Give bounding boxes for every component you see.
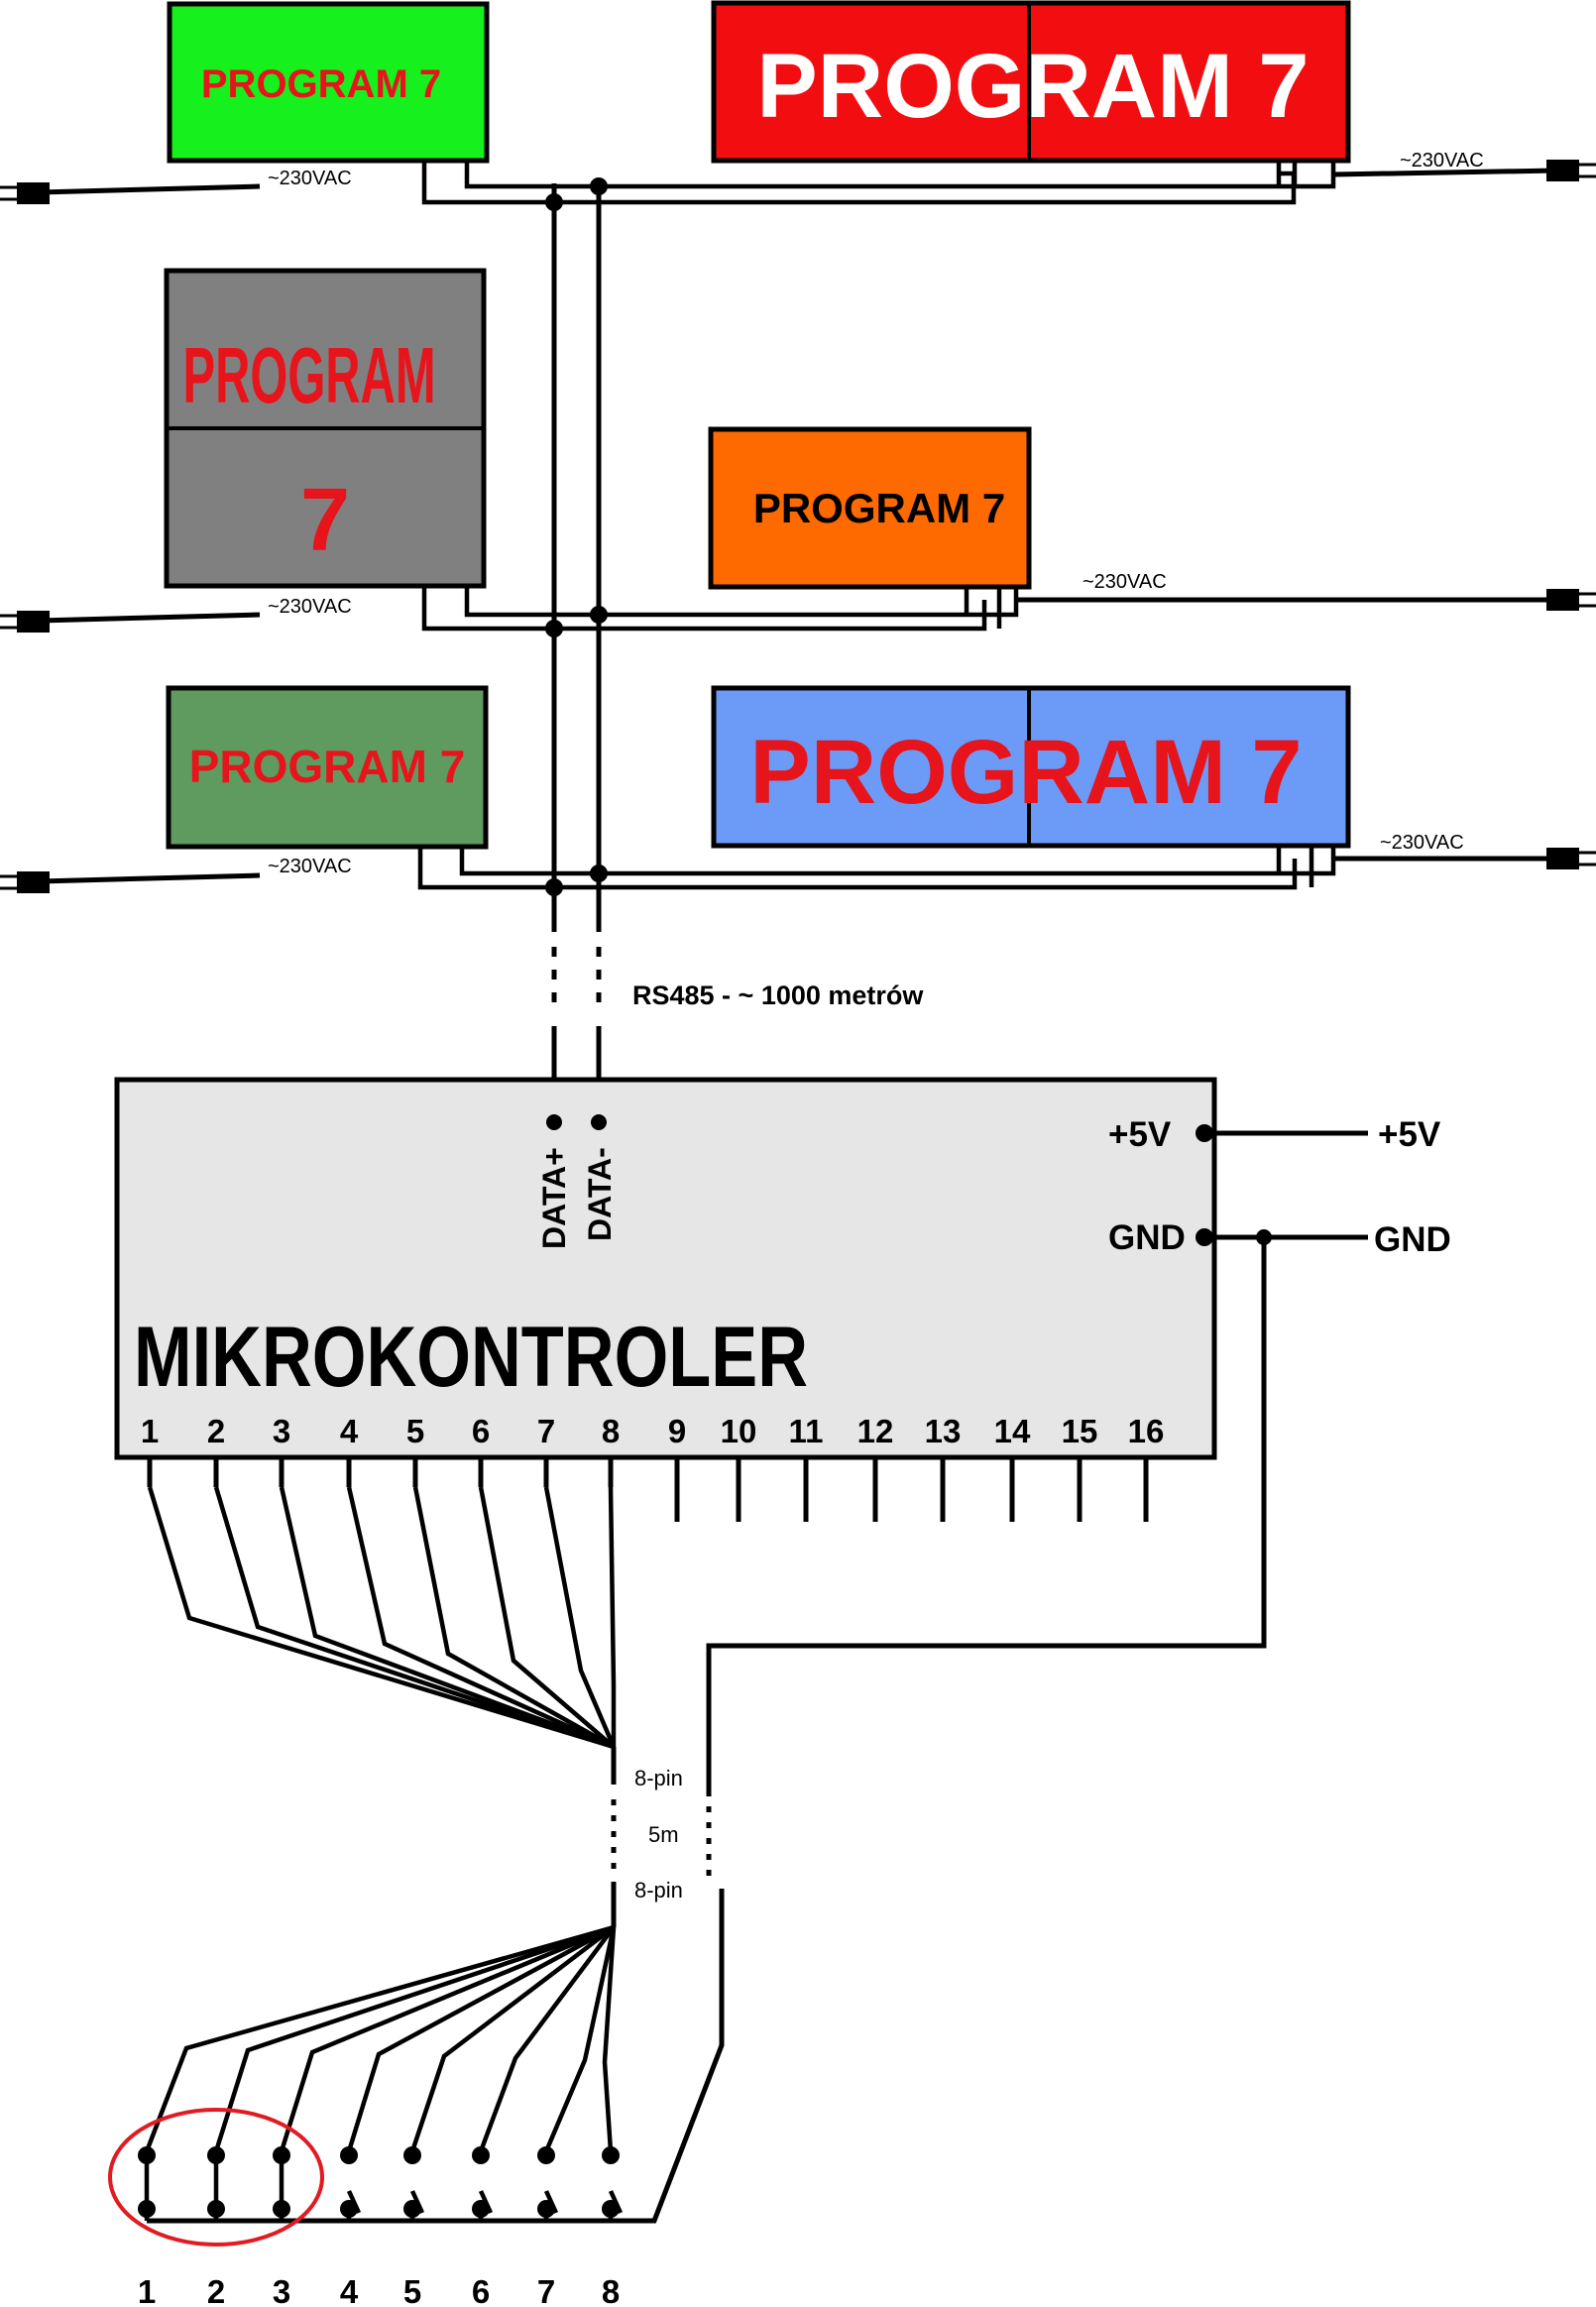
rs485-label: RS485 - ~ 1000 metrów xyxy=(632,980,924,1010)
display-1-text: PROGRAM 7 xyxy=(201,62,441,106)
switch-6 xyxy=(472,2146,494,2221)
pin-label-3: 3 xyxy=(273,1413,290,1449)
display-2-supply: ~230VAC xyxy=(1400,150,1484,172)
rs485-bus: RS485 - ~ 1000 metrów xyxy=(417,158,1336,1122)
switch-5 xyxy=(403,2146,425,2221)
switch-label-5: 5 xyxy=(403,2273,421,2307)
fan-top-wire-1 xyxy=(147,1486,615,1750)
switch-label-8: 8 xyxy=(602,2273,620,2307)
fan-top-wire-3 xyxy=(279,1486,615,1750)
switch-1 xyxy=(138,2146,156,2221)
display-4-text: PROGRAM 7 xyxy=(753,485,1005,531)
fan-top-wire-2 xyxy=(213,1486,615,1750)
fan-bottom-wire-8 xyxy=(602,1926,617,2152)
display-3: PROGRAM 7 ~230VAC xyxy=(164,268,487,618)
highlight-circle xyxy=(108,2108,324,2247)
display-5-text: PROGRAM 7 xyxy=(189,741,466,792)
data-minus-label: DATA- xyxy=(582,1147,618,1241)
pin-leads xyxy=(147,1457,1149,1522)
switch-group xyxy=(138,2146,624,2221)
pin-label-16: 16 xyxy=(1128,1413,1165,1449)
fan-bottom-wire-4 xyxy=(346,1925,616,2152)
switch-label-1: 1 xyxy=(138,2273,156,2307)
gnd-out-label: GND xyxy=(1374,1220,1451,1259)
pin-label-11: 11 xyxy=(789,1413,824,1449)
display-4: PROGRAM 7 ~230VAC xyxy=(708,426,1167,593)
fan-bottom-wire-5 xyxy=(409,1925,616,2152)
display-4-supply: ~230VAC xyxy=(1083,571,1167,593)
pin-label-15: 15 xyxy=(1062,1413,1098,1449)
fan-bottom-wire-7 xyxy=(543,1926,617,2152)
gnd-pin-label: GND xyxy=(1108,1218,1186,1257)
switch-labels: 1 2 3 4 5 6 7 8 xyxy=(138,2273,620,2307)
switch-3 xyxy=(273,2146,290,2221)
fan-bottom xyxy=(144,1924,617,2152)
cable-connector-top: 8-pin xyxy=(634,1766,683,1790)
pin-label-12: 12 xyxy=(857,1413,894,1449)
fan-bottom-wire-6 xyxy=(478,1925,616,2152)
pin-label-8: 8 xyxy=(602,1413,620,1449)
display-2: PROGRAM 7 ~230VAC xyxy=(711,0,1484,172)
display-4-panel xyxy=(708,426,1032,590)
mains-wiring xyxy=(0,160,1596,893)
microcontroller-body xyxy=(114,1077,1217,1460)
vcc-pin-label: +5V xyxy=(1108,1115,1172,1154)
switch-8 xyxy=(602,2146,624,2221)
switch-label-7: 7 xyxy=(537,2273,555,2307)
fan-bottom-wire-3 xyxy=(279,1924,615,2152)
switch-7 xyxy=(537,2146,559,2221)
display-5-panel xyxy=(166,685,489,850)
display-2-text: PROGRAM 7 xyxy=(756,36,1309,137)
display-6: PROGRAM 7 ~230VAC xyxy=(711,685,1464,854)
pin-label-2: 2 xyxy=(207,1413,225,1449)
switch-label-3: 3 xyxy=(273,2273,290,2307)
pin-label-6: 6 xyxy=(472,1413,490,1449)
fan-bottom-wire-1 xyxy=(144,1924,615,2152)
switch-4 xyxy=(340,2146,362,2221)
fan-top-wire-5 xyxy=(412,1486,616,1749)
fan-top-wire-8 xyxy=(608,1486,617,1747)
display-1: PROGRAM 7 ~230VAC xyxy=(167,1,490,189)
display-3-text-line1: PROGRAM xyxy=(183,331,436,419)
display-6-text: PROGRAM 7 xyxy=(749,722,1302,823)
fan-top-wire-4 xyxy=(346,1486,615,1750)
fan-top-wire-7 xyxy=(543,1486,617,1748)
display-5: PROGRAM 7 ~230VAC xyxy=(166,685,489,877)
cable-length: 5m xyxy=(648,1822,679,1847)
fan-bottom-wire-2 xyxy=(213,1924,615,2152)
pin-label-4: 4 xyxy=(340,1413,359,1449)
pin-label-5: 5 xyxy=(406,1413,424,1449)
display-5-supply: ~230VAC xyxy=(268,856,352,877)
display-6-supply: ~230VAC xyxy=(1380,832,1464,854)
pin-label-7: 7 xyxy=(537,1413,555,1449)
pin-label-10: 10 xyxy=(721,1413,757,1449)
cable-connector-bottom: 8-pin xyxy=(634,1878,683,1903)
pin-label-1: 1 xyxy=(141,1413,159,1449)
pin-label-14: 14 xyxy=(994,1413,1031,1449)
switch-2 xyxy=(207,2146,225,2221)
switch-label-4: 4 xyxy=(340,2273,359,2307)
vcc-out-label: +5V xyxy=(1378,1115,1441,1154)
display-3-supply: ~230VAC xyxy=(268,596,352,618)
pin-label-13: 13 xyxy=(925,1413,962,1449)
display-3-text-line2: 7 xyxy=(300,471,350,570)
fan-top-wire-6 xyxy=(478,1486,616,1749)
switch-label-6: 6 xyxy=(472,2273,490,2307)
pin-label-9: 9 xyxy=(668,1413,686,1449)
display-1-supply: ~230VAC xyxy=(268,168,352,189)
microcontroller: DATA+ DATA- +5V GND +5V GND MIKROKONTROL… xyxy=(114,1077,1451,1522)
fan-top xyxy=(147,1486,617,1750)
display-1-panel xyxy=(167,1,490,164)
switch-label-2: 2 xyxy=(207,2273,225,2307)
controller-title: MIKROKONTROLER xyxy=(134,1310,808,1405)
data-plus-label: DATA+ xyxy=(536,1147,572,1249)
